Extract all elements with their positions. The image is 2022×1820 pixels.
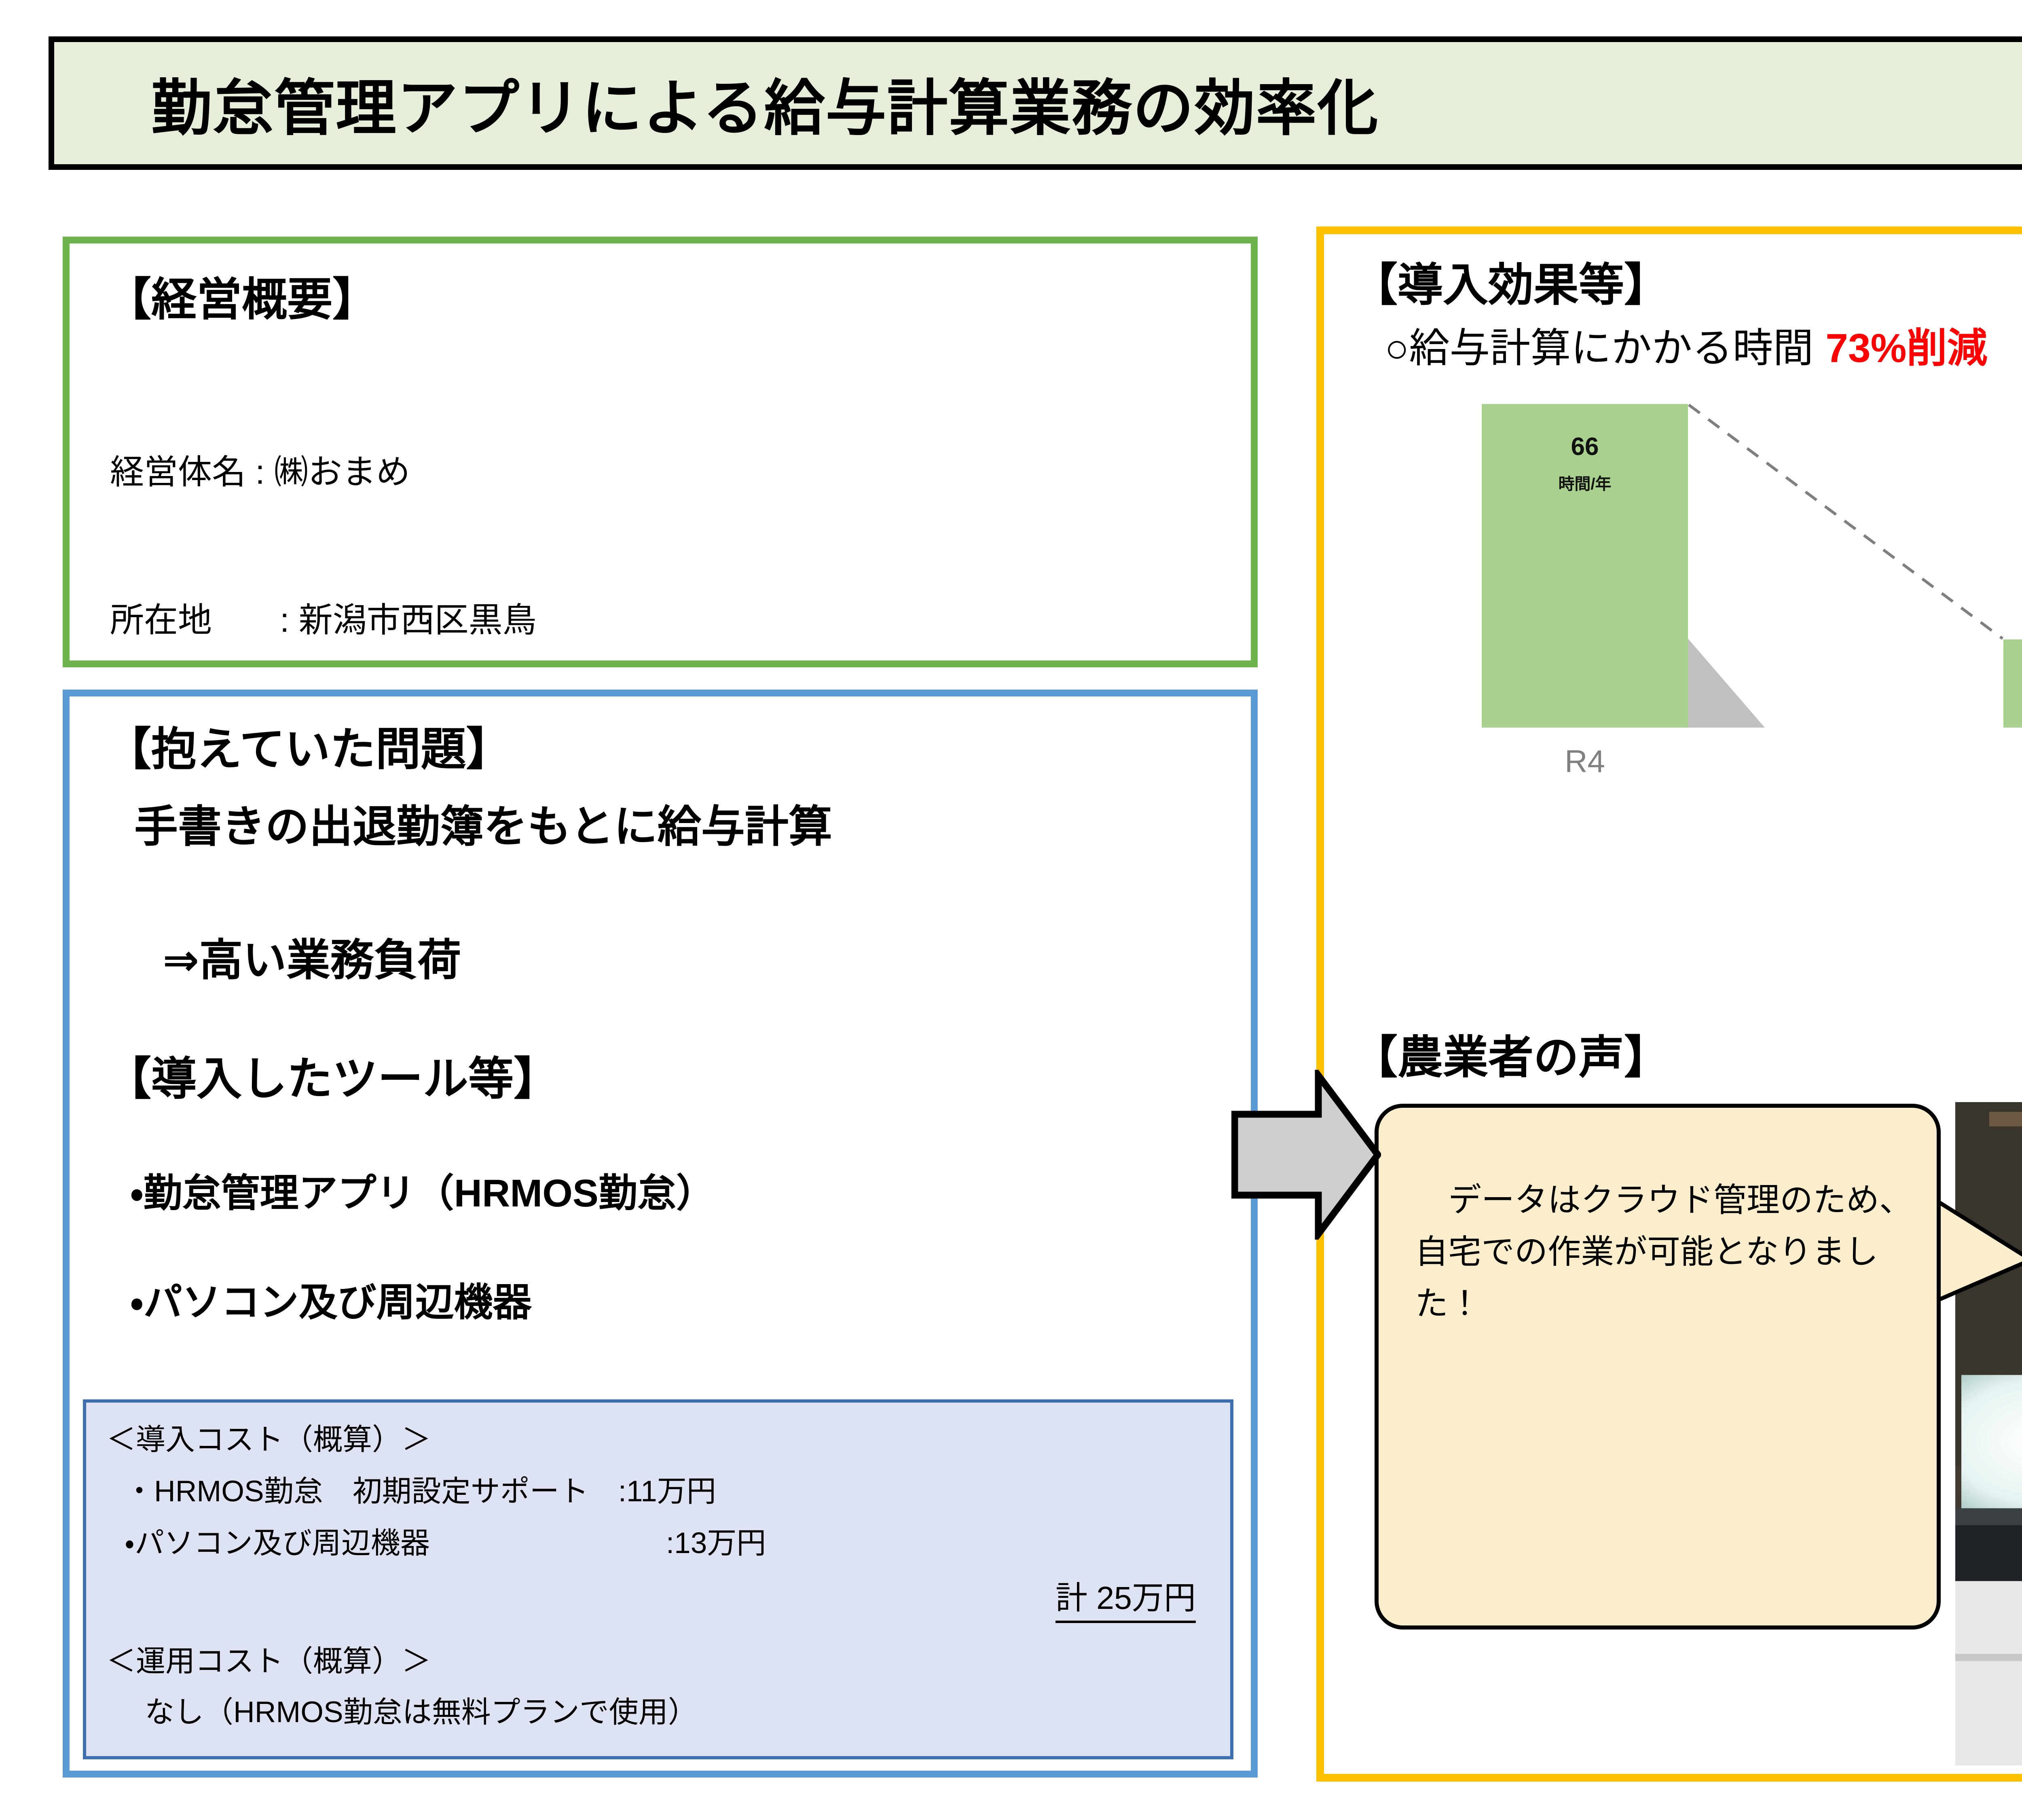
intro-cost-item-support: ・HRMOS勤怠 初期設定サポート :11万円	[125, 1475, 716, 1508]
bar-value-r4: 66	[1571, 433, 1599, 461]
effects-heading: 【導入効果等】	[1352, 260, 1669, 310]
bar-unit-r4: 時間/年	[1558, 475, 1612, 493]
intro-cost-heading: ＜導入コスト（概算）＞	[106, 1423, 431, 1456]
problem-heading: 【抱えていた問題】	[106, 724, 512, 775]
bar-r6: 18 時間/年	[2003, 639, 2022, 728]
problem-consequence: ⇒高い業務負荷	[163, 935, 461, 984]
farmer-voice-text: データはクラウド管理のため、自宅での作業が可能となりました！	[1415, 1182, 1913, 1322]
tool-item-app: ・勤怠管理アプリ（HRMOS勤怠）	[130, 1172, 715, 1215]
tools-heading: 【導入したツール等】	[106, 1054, 559, 1104]
effect-summary-label: ○給与計算にかかる時間	[1385, 326, 1814, 371]
trend-line-icon	[1688, 404, 2004, 640]
chart-plot-area: 66 時間/年 18 時間/年	[1405, 396, 2022, 728]
farmer-voice-speech-bubble: データはクラウド管理のため、自宅での作業が可能となりました！	[1375, 1104, 1941, 1630]
time-reduction-bar-chart: 66 時間/年 18 時間/年 R4 R6	[1405, 396, 2022, 800]
chart-category-label-r6: R6	[2003, 743, 2022, 780]
intro-cost-total: 計 25万円	[1055, 1572, 1196, 1623]
problem-statement: 手書きの出退勤簿をもとに給与計算	[134, 802, 832, 851]
farmer-voice-photo	[1955, 1102, 2022, 1765]
running-cost-heading: ＜運用コスト（概算）＞	[106, 1645, 431, 1678]
bar-r4: 66 時間/年	[1482, 404, 1688, 728]
effect-reduction-percent: 73%削減	[1825, 326, 1988, 371]
flow-arrow-icon	[1231, 1065, 1382, 1244]
running-cost-item: なし（HRMOS勤怠は無料プランで使用）	[145, 1696, 698, 1729]
overview-line-location: 所在地 : 新潟市西区黒鳥	[110, 601, 537, 639]
business-overview-heading: 【経営概要】	[106, 274, 378, 325]
page-title: 勤怠管理アプリによる給与計算業務の効率化	[151, 74, 1379, 142]
overview-line-company: 経営体名 : ㈱おまめ	[110, 453, 410, 491]
farmer-voice-heading: 【農業者の声】	[1352, 1032, 1669, 1083]
intro-cost-item-hardware: ・パソコン及び周辺機器 :13万円	[125, 1527, 766, 1560]
tool-item-hardware: ・パソコン及び周辺機器	[130, 1281, 532, 1324]
page-header: 勤怠管理アプリによる給与計算業務の効率化	[49, 36, 2022, 170]
business-overview-panel: 【経営概要】 経営体名 : ㈱おまめ 所在地 : 新潟市西区黒鳥 経営概要 : …	[63, 237, 1258, 1083]
cost-summary-panel: ＜導入コスト（概算）＞ ・HRMOS勤怠 初期設定サポート :11万円 ・パソコ…	[83, 1399, 1233, 1759]
chart-category-label-r4: R4	[1565, 743, 1605, 779]
